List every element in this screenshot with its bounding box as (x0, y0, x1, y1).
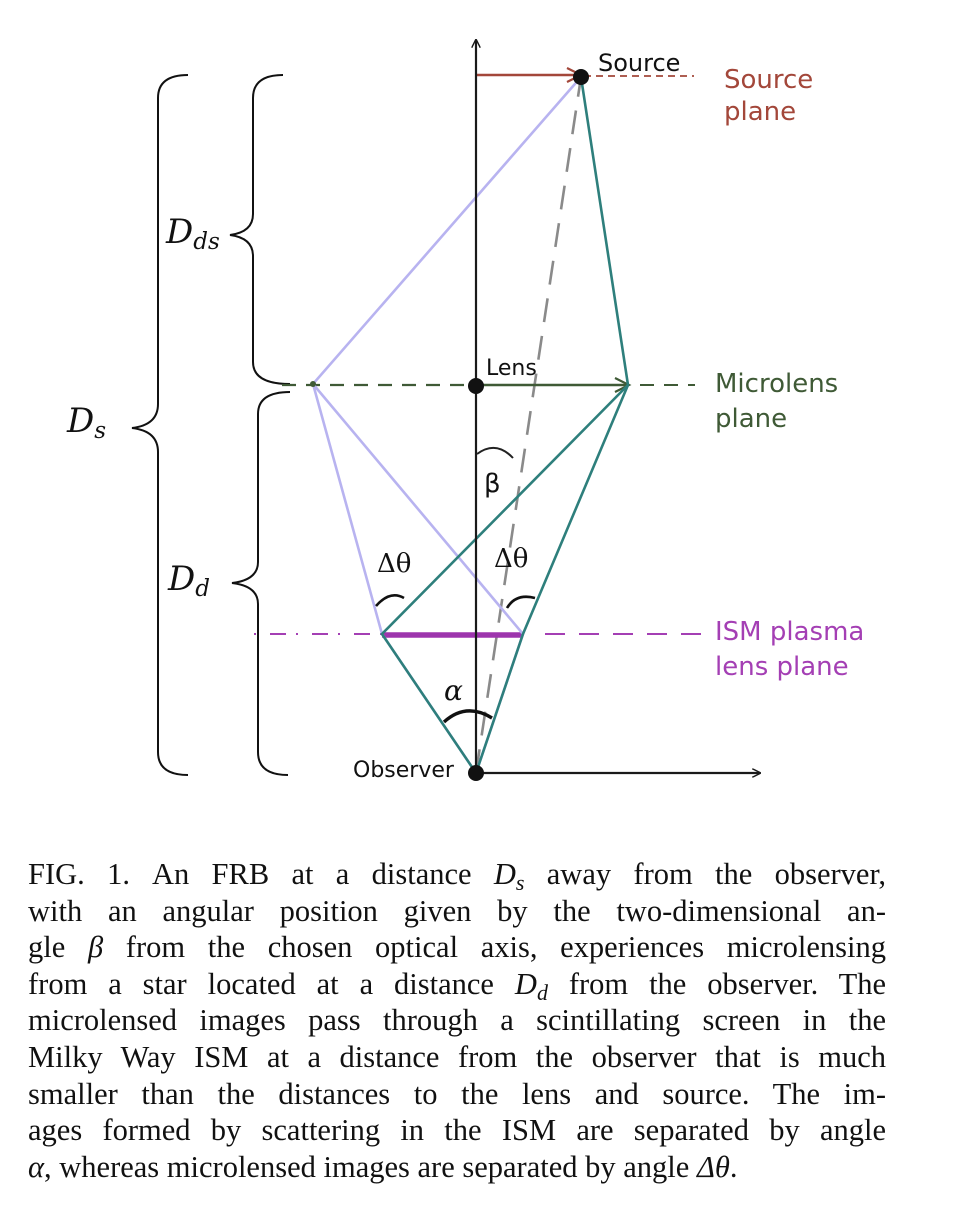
brace-d-ds (229, 74, 291, 385)
symbol-d: D (493, 857, 516, 891)
figure-caption: FIG. 1. An FRB at a distance Ds away from… (28, 856, 886, 1185)
source-plane-label-2: plane (724, 97, 796, 127)
caption-text: from a star located at a distance (28, 966, 515, 1001)
delta-theta-right-label: Δθ (494, 544, 528, 574)
ism-plane-label-1: ISM plasma (715, 617, 864, 647)
caption-line-6: Milky Way ISM at a distance from the obs… (28, 1039, 886, 1074)
symbol-d: D (514, 966, 537, 1001)
beta-arc (476, 447, 514, 459)
lens-point (468, 378, 484, 394)
caption-text: from the observer. The (547, 966, 886, 1001)
caption-line-8: ages formed by scattering in the ISM are… (28, 1113, 886, 1148)
caption-line-7: smaller than the distances to the lens a… (28, 1076, 886, 1111)
caption-line-4: from a star located at a distance Dd fro… (28, 966, 886, 1005)
teal-ray-left (380, 384, 629, 774)
delta-theta-left-label: Δθ (377, 549, 411, 579)
line-of-sight-dashed (474, 76, 583, 774)
caption-line-5: microlensed images pass through a scinti… (28, 1003, 886, 1038)
ism-plane-label-2: lens plane (715, 652, 849, 682)
brace-d-s (131, 74, 189, 776)
caption-text: , whereas microlensed images are separat… (44, 1149, 697, 1184)
symbol-subscript-s: s (515, 870, 525, 896)
label-d-d: Dd (167, 559, 210, 602)
symbol-delta-theta: Δθ (696, 1149, 730, 1184)
alpha-arc (442, 709, 493, 724)
caption-line-3: gle β from the chosen optical axis, expe… (28, 929, 886, 966)
caption-text: . (729, 1149, 738, 1184)
delta-theta-right-arc (505, 595, 536, 609)
caption-text: An FRB at a distance (151, 857, 494, 891)
source-point (573, 69, 589, 85)
lavender-ray-left (311, 76, 582, 774)
delta-theta-left-arc (375, 594, 405, 607)
symbol-alpha: α (28, 1149, 45, 1184)
observer-label: Observer (353, 758, 455, 783)
lens-label: Lens (486, 356, 537, 381)
caption-text: gle (28, 930, 88, 965)
teal-ray-right (474, 76, 630, 774)
microlens-plane-label-1: Microlens (715, 369, 838, 399)
caption-line-1: FIG. 1. An FRB at a distance Ds away from… (28, 856, 886, 896)
lavender-ray-right (312, 383, 525, 774)
figure-number: FIG. 1. (28, 857, 130, 891)
source-label: Source (598, 49, 680, 77)
source-plane-label-1: Source (724, 65, 813, 95)
microlensing-diagram: Dds Ds Dd Source Source plane Lens Micro… (66, 0, 864, 783)
alpha-label: α (444, 674, 463, 707)
symbol-subscript-d: d (536, 979, 548, 1005)
microlens-image-point (310, 381, 316, 387)
brace-d-d (231, 391, 291, 776)
caption-line-9: α, whereas microlensed images are separa… (28, 1149, 886, 1186)
caption-text: from the chosen optical axis, experience… (103, 930, 886, 965)
label-d-s: Ds (66, 401, 106, 444)
caption-text: away from the observer, (524, 857, 886, 891)
beta-label: β (484, 469, 501, 499)
observer-point (468, 765, 484, 781)
caption-line-2: with an angular position given by the tw… (28, 893, 886, 928)
microlens-plane-label-2: plane (715, 404, 787, 434)
symbol-beta: β (87, 930, 104, 965)
label-d-ds: Dds (165, 212, 220, 255)
